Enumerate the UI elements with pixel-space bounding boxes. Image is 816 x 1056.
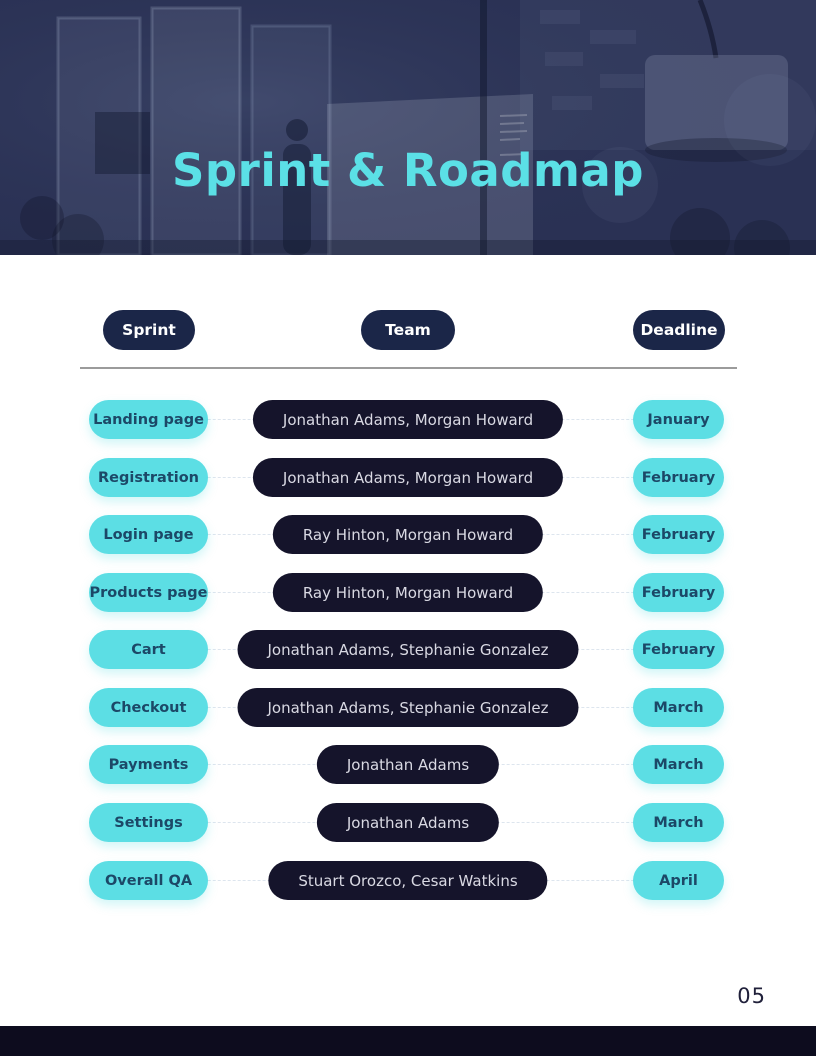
deadline-label: March	[653, 756, 704, 773]
table-row: Registration Jonathan Adams, Morgan Howa…	[0, 458, 816, 497]
table-row: Overall QA Stuart Orozco, Cesar Watkins …	[0, 861, 816, 900]
team-pill: Stuart Orozco, Cesar Watkins	[268, 861, 548, 900]
deadline-label: March	[653, 699, 704, 716]
sprint-pill: Landing page	[89, 400, 208, 439]
deadline-pill: February	[633, 458, 724, 497]
deadline-label: February	[641, 469, 716, 486]
sprint-pill: Payments	[89, 745, 208, 784]
table-row: Checkout Jonathan Adams, Stephanie Gonza…	[0, 688, 816, 727]
table-row: Settings Jonathan Adams March	[0, 803, 816, 842]
table-row: Login page Ray Hinton, Morgan Howard Feb…	[0, 515, 816, 554]
sprint-label: Settings	[114, 814, 183, 831]
team-label: Jonathan Adams	[346, 813, 470, 832]
deadline-pill: March	[633, 745, 724, 784]
sprint-pill: Products page	[89, 573, 208, 612]
deadline-pill: February	[633, 630, 724, 669]
sprint-pill: Login page	[89, 515, 208, 554]
column-header-deadline-label: Deadline	[640, 321, 718, 339]
table-row: Landing page Jonathan Adams, Morgan Howa…	[0, 400, 816, 439]
table-row: Payments Jonathan Adams March	[0, 745, 816, 784]
page-number: 05	[737, 984, 766, 1008]
team-pill: Jonathan Adams	[316, 803, 500, 842]
deadline-pill: April	[633, 861, 724, 900]
deadline-pill: February	[633, 573, 724, 612]
sprint-label: Products page	[89, 584, 208, 601]
page-title: Sprint & Roadmap	[172, 144, 644, 197]
sprint-label: Login page	[103, 526, 194, 543]
team-pill: Jonathan Adams, Stephanie Gonzalez	[237, 688, 579, 727]
team-pill: Ray Hinton, Morgan Howard	[272, 573, 544, 612]
deadline-pill: March	[633, 688, 724, 727]
sprint-pill: Settings	[89, 803, 208, 842]
hero-background-photo	[0, 0, 816, 255]
deadline-label: March	[653, 814, 704, 831]
sprint-pill: Cart	[89, 630, 208, 669]
sprint-label: Payments	[108, 756, 189, 773]
column-header-sprint-label: Sprint	[122, 321, 176, 339]
sprint-label: Landing page	[93, 411, 204, 428]
sprint-label: Registration	[97, 469, 200, 486]
team-pill: Ray Hinton, Morgan Howard	[272, 515, 544, 554]
table-row: Cart Jonathan Adams, Stephanie Gonzalez …	[0, 630, 816, 669]
sprint-label: Cart	[131, 641, 166, 658]
deadline-pill: February	[633, 515, 724, 554]
column-header-team: Team	[361, 310, 455, 350]
deadline-label: April	[659, 872, 698, 889]
sprint-label: Checkout	[110, 699, 187, 716]
column-header-sprint: Sprint	[103, 310, 195, 350]
team-pill: Jonathan Adams	[316, 745, 500, 784]
header-divider-line	[80, 367, 737, 369]
deadline-label: February	[641, 584, 716, 601]
team-label: Ray Hinton, Morgan Howard	[302, 583, 514, 602]
deadline-label: January	[647, 411, 710, 428]
column-header-team-label: Team	[385, 321, 431, 339]
team-pill: Jonathan Adams, Morgan Howard	[252, 458, 564, 497]
team-pill: Jonathan Adams, Stephanie Gonzalez	[237, 630, 579, 669]
team-label: Ray Hinton, Morgan Howard	[302, 525, 514, 544]
team-label: Jonathan Adams, Morgan Howard	[282, 468, 534, 487]
sprint-label: Overall QA	[104, 872, 193, 889]
team-label: Jonathan Adams	[346, 755, 470, 774]
sprint-pill: Checkout	[89, 688, 208, 727]
deadline-pill: January	[633, 400, 724, 439]
team-label: Jonathan Adams, Morgan Howard	[282, 410, 534, 429]
sprint-pill: Registration	[89, 458, 208, 497]
hero-banner: Sprint & Roadmap	[0, 0, 816, 255]
table-row: Products page Ray Hinton, Morgan Howard …	[0, 573, 816, 612]
team-label: Stuart Orozco, Cesar Watkins	[298, 871, 518, 890]
deadline-pill: March	[633, 803, 724, 842]
footer-bar	[0, 1026, 816, 1056]
sprint-pill: Overall QA	[89, 861, 208, 900]
deadline-label: February	[641, 641, 716, 658]
deadline-label: February	[641, 526, 716, 543]
column-header-deadline: Deadline	[633, 310, 725, 350]
team-pill: Jonathan Adams, Morgan Howard	[252, 400, 564, 439]
team-label: Jonathan Adams, Stephanie Gonzalez	[267, 698, 549, 717]
team-label: Jonathan Adams, Stephanie Gonzalez	[267, 640, 549, 659]
